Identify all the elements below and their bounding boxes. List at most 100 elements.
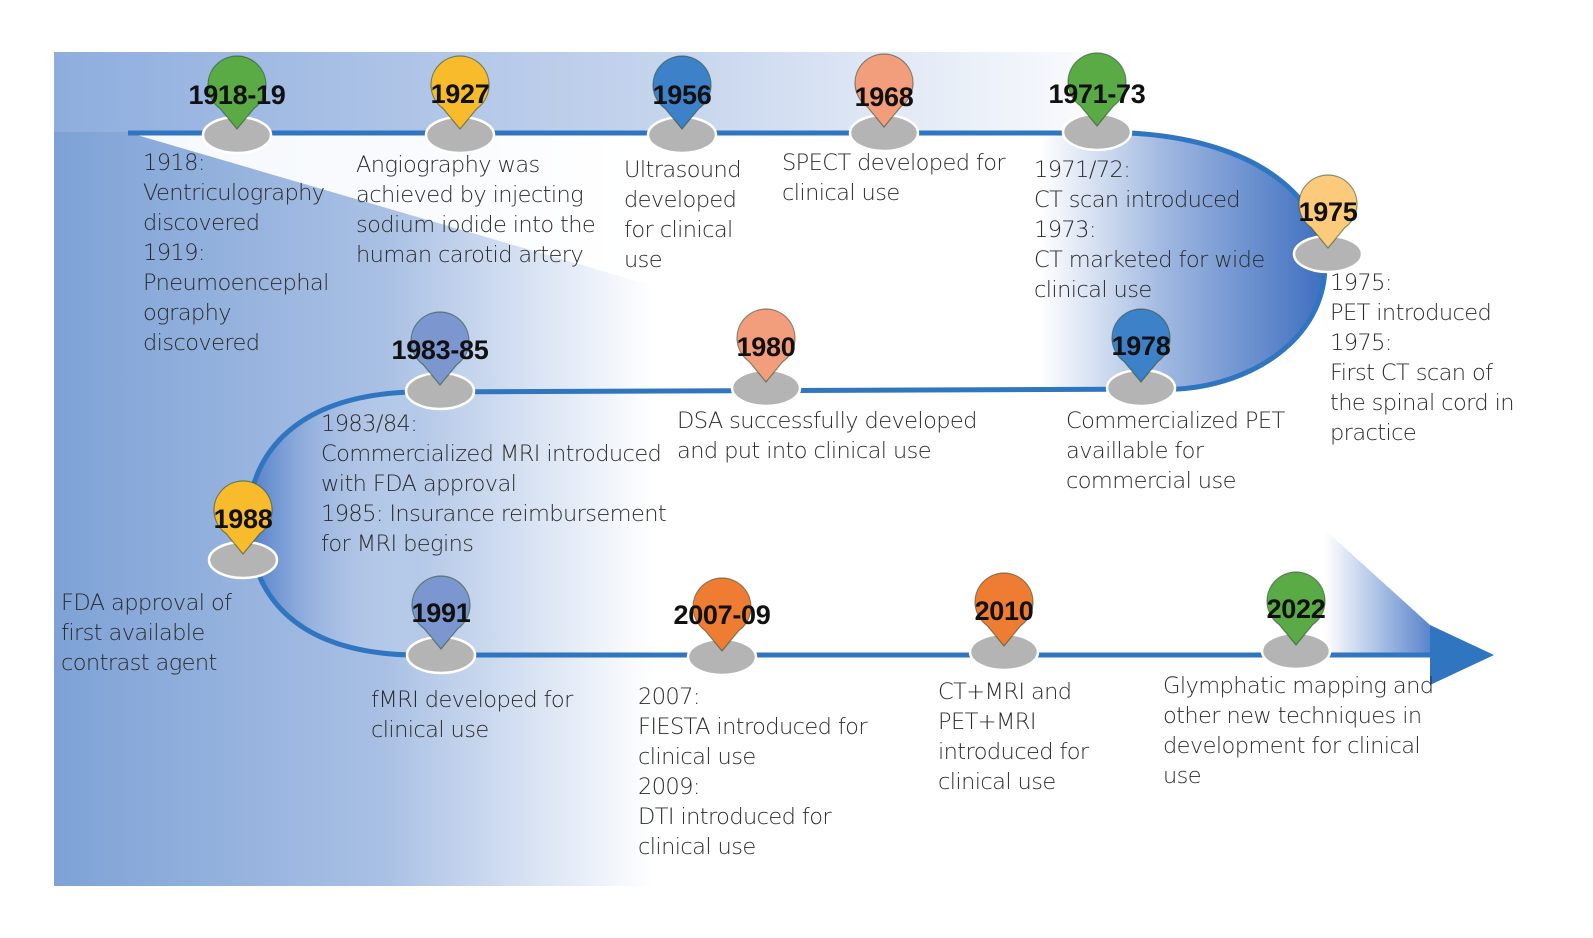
description-line: PET introduced [1330,300,1492,326]
description-line: 2007: [638,684,700,710]
description-line: First CT scan of [1330,360,1493,386]
map-pin-icon [410,311,470,386]
description-line: Commercialized MRI introduced [321,441,662,467]
description-line: with FDA approval [321,471,517,497]
description-line: 2009: [638,774,700,800]
description-line: contrast agent [61,650,217,676]
description-line: other new techniques in [1163,703,1422,729]
description-line: first available [61,620,205,646]
description-line: 1975: [1330,330,1392,356]
milestone-year: 1956 [652,80,712,110]
description-line: ography [143,300,232,326]
milestone-year: 1975 [1298,197,1358,227]
milestone-marker-m1975 [1292,174,1364,274]
description-line: 1975: [1330,270,1392,296]
milestone-description: DSA successfully developed and put into c… [677,406,977,466]
description-line: clinical use [638,744,756,770]
milestone-description: FDA approval of first available contrast a… [61,588,232,678]
description-line: 1971/72: [1034,157,1131,183]
map-pin-icon [1298,174,1358,249]
milestone-description: Commercialized PET availlable for commerci… [1066,406,1285,496]
left-loop-fill [248,392,420,655]
description-line: FDA approval of [61,590,232,616]
map-pin-icon [974,572,1034,647]
milestone-year: 2010 [974,596,1034,626]
description-line: DSA successfully developed [677,408,977,434]
description-line: 1973: [1034,217,1096,243]
description-line: for MRI begins [321,531,474,557]
map-pin-icon [207,55,267,130]
milestone-year: 1980 [736,332,796,362]
map-pin-icon [430,55,490,130]
description-line: use [1163,763,1202,789]
milestone-marker-m1968 [848,53,920,153]
milestone-marker-m1988 [207,480,279,580]
description-line: clinical use [1034,277,1152,303]
description-line: SPECT developed for [782,150,1006,176]
milestone-year: 1978 [1111,331,1171,361]
milestone-marker-m2022 [1260,571,1332,671]
milestone-year: 2022 [1266,594,1326,624]
description-line: clinical use [938,769,1056,795]
milestone-marker-m1927 [424,55,496,155]
description-line: CT marketed for wide [1034,247,1265,273]
description-line: 1983/84: [321,411,418,437]
map-pin-icon [692,577,752,652]
map-pin-icon [854,53,914,128]
milestone-marker-m1983 [404,311,476,411]
milestone-year: 1971-73 [1048,79,1146,109]
right-loop-fill [1040,133,1325,389]
description-line: sodium iodide into the [356,212,596,238]
milestone-year: 1991 [411,598,471,628]
description-line: for clinical [624,217,733,243]
map-pin-icon [213,480,273,555]
milestone-marker-m1971 [1061,52,1133,152]
milestone-description: 1975: PET introduced 1975: First CT scan of… [1330,268,1515,448]
milestone-year: 2007-09 [673,600,771,630]
description-line: development for clinical [1163,733,1421,759]
description-line: and put into clinical use [677,438,932,464]
map-pin-icon [1266,571,1326,646]
description-line: 1919: [143,240,205,266]
description-line: Commercialized PET [1066,408,1285,434]
milestone-description: Glymphatic mapping and other new techniqu… [1163,671,1434,791]
map-pin-icon [1111,308,1171,383]
arrow-fan [1325,530,1430,655]
milestone-marker-m1918 [201,55,273,155]
map-pin-icon [652,55,712,130]
milestone-description: 2007: FIESTA introduced for clinical use 20… [638,682,868,862]
milestone-description: Angiography was achieved by injecting sodi… [356,150,596,270]
description-line: FIESTA introduced for [638,714,868,740]
description-line: PET+MRI [938,709,1036,735]
milestone-year: 1918-19 [188,80,286,110]
milestone-marker-m1991 [405,575,477,675]
description-line: availlable for [1066,438,1204,464]
description-line: Ventriculography [143,180,325,206]
description-line: fMRI developed for [371,687,573,713]
milestone-year: 1983-85 [391,335,489,365]
description-line: discovered [143,330,260,356]
description-line: 1985: Insurance reimbursement [321,501,667,527]
description-line: Angiography was [356,152,540,178]
description-line: clinical use [782,180,900,206]
description-line: DTI introduced for [638,804,832,830]
milestone-description: 1983/84: Commercialized MRI introduced wit… [321,409,667,559]
description-line: the spinal cord in [1330,390,1515,416]
description-line: Glymphatic mapping and [1163,673,1434,699]
description-line: achieved by injecting [356,182,584,208]
map-pin-icon [411,575,471,650]
description-line: practice [1330,420,1417,446]
description-line: use [624,247,663,273]
background-wedge [130,133,1080,340]
description-line: discovered [143,210,260,236]
description-line: introduced for [938,739,1089,765]
description-line: commercial use [1066,468,1236,494]
map-pin-icon [736,308,796,383]
